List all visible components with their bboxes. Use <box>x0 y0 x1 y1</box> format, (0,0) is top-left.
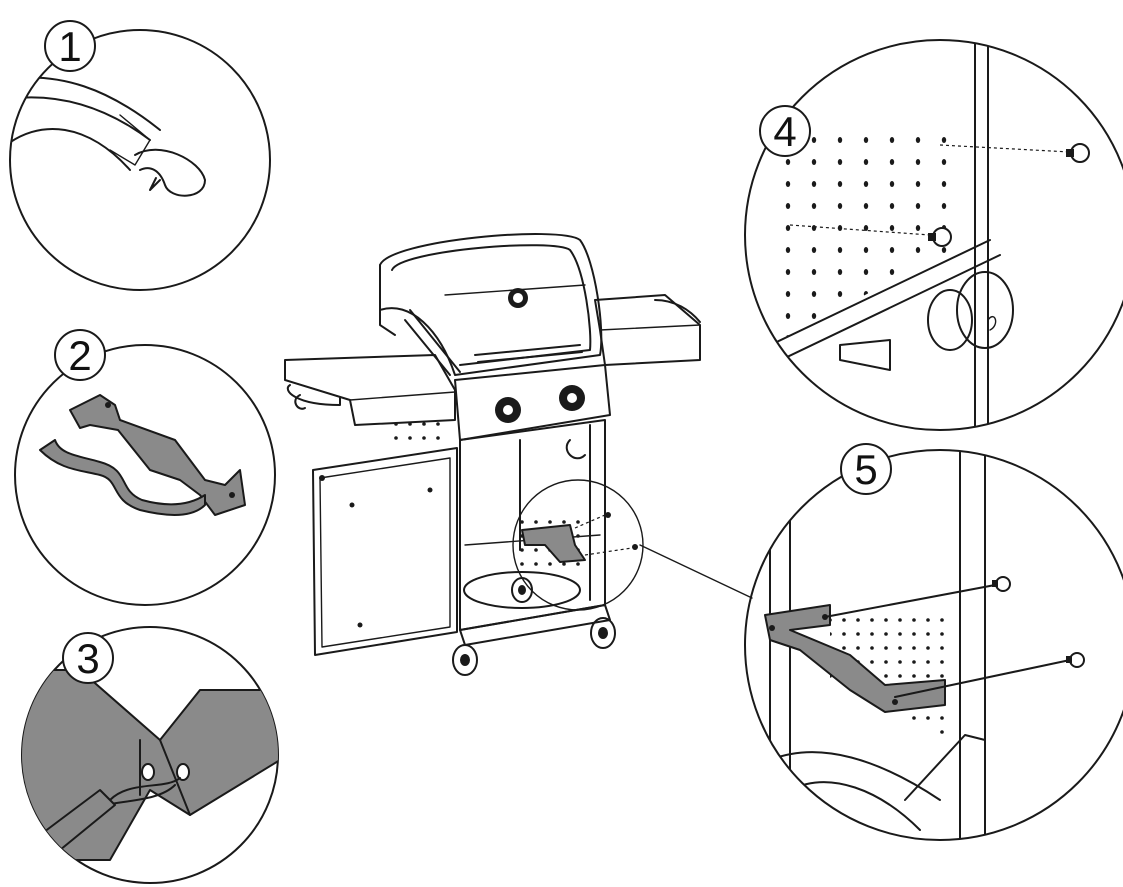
callout-2: 2 <box>54 329 106 381</box>
wheel-caster <box>839 271 1014 371</box>
callout-5: 5 <box>840 443 892 495</box>
grill-illustration <box>284 233 701 676</box>
callout-1-label: 1 <box>58 23 81 70</box>
detail-4-circle <box>744 39 1123 431</box>
detail-3: 3 <box>21 626 279 884</box>
callout-5-label: 5 <box>854 446 877 493</box>
callout-4: 4 <box>759 105 811 157</box>
screw-icon <box>928 227 952 247</box>
lid-handle <box>474 344 583 363</box>
loop-wire <box>134 148 206 197</box>
cabinet-door <box>312 447 458 656</box>
callout-1: 1 <box>44 20 96 72</box>
hook-icon <box>565 439 586 460</box>
detail-1-circle <box>9 29 271 291</box>
callout-4-label: 4 <box>773 108 796 155</box>
screw-icon <box>992 576 1011 592</box>
wheel-icon <box>452 644 478 676</box>
callout-2-label: 2 <box>68 332 91 379</box>
control-panel <box>454 364 611 441</box>
screw-icon <box>1066 143 1090 163</box>
perforated-panel <box>770 130 960 345</box>
bracket-part <box>764 604 946 713</box>
left-side-shelf <box>284 354 456 426</box>
shelf-handle <box>286 384 341 406</box>
detail-2: 2 <box>14 329 276 606</box>
callout-3: 3 <box>62 632 114 684</box>
detail-4: 4 <box>744 39 1123 431</box>
bracket-part <box>39 394 246 516</box>
callout-3-label: 3 <box>76 635 99 682</box>
screw-icon <box>1066 652 1085 668</box>
vent-grille <box>385 415 445 445</box>
grill-lid <box>379 233 603 376</box>
wheel-icon <box>590 617 616 649</box>
detail-1: 1 <box>9 20 271 291</box>
bracket-part <box>521 524 586 563</box>
detail-5-circle <box>744 449 1123 841</box>
detail-2-circle <box>14 344 276 606</box>
detail-5: 5 <box>744 443 1123 841</box>
leader-line <box>639 544 753 599</box>
wheel-icon <box>511 577 533 603</box>
